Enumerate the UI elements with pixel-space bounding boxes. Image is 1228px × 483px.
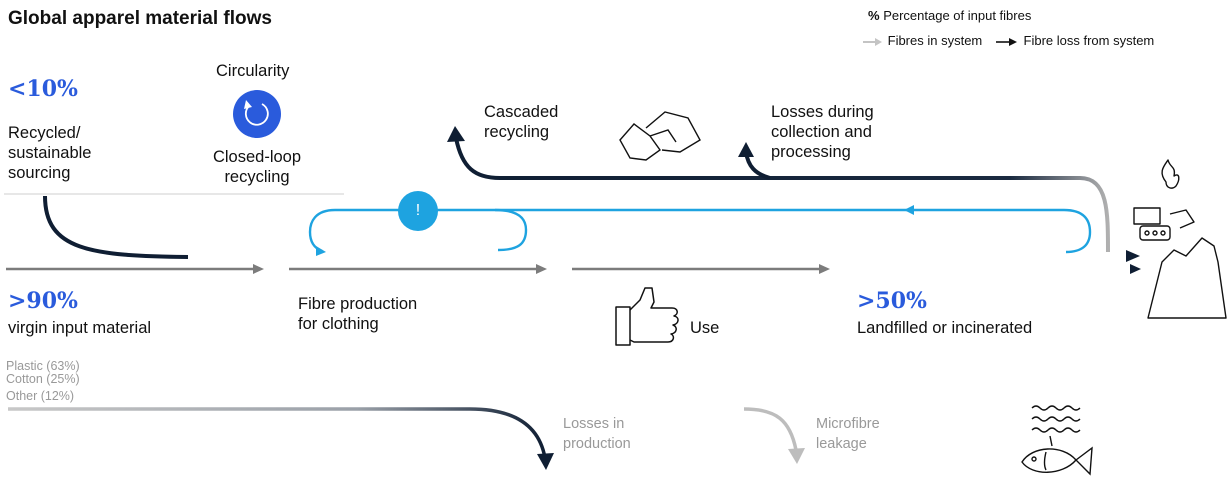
alert-symbol: ! — [415, 202, 421, 219]
collection-losses-label: Losses during collection and processing — [771, 103, 874, 161]
composition-list: Plastic (63%) Cotton (25%) Other (12%) — [6, 360, 80, 403]
cascaded-recycling-label: Cascaded recycling — [484, 103, 559, 141]
production-losses-label: Losses in production — [563, 416, 631, 452]
microfibre-flow — [743, 407, 798, 451]
thumbs-up-icon — [615, 287, 679, 346]
landfill-value: >50% — [857, 288, 927, 314]
fabric-scraps-icon — [619, 111, 701, 161]
stage-arrows — [6, 264, 1141, 274]
legend-percentage-label: Percentage of input fibres — [883, 8, 1032, 23]
legend-flows: Fibres in system Fibre loss from system — [862, 33, 1154, 48]
main-flow-arrowhead — [1126, 250, 1140, 262]
legend-fibre-loss: Fibre loss from system — [1023, 33, 1155, 48]
recycled-label: Recycled/ sustainable sourcing — [8, 124, 92, 182]
page-title: Global apparel material flows — [8, 8, 272, 29]
upper-loss-flow — [454, 137, 1110, 253]
production-loss-arrowhead — [537, 453, 554, 470]
alert-icon — [398, 191, 438, 231]
production-loss-flow — [8, 407, 547, 459]
microfibre-arrowhead — [788, 448, 805, 464]
legend-fibres-in-system: Fibres in system — [887, 33, 983, 48]
use-label: Use — [690, 319, 720, 337]
composition-other: Other (12%) — [6, 389, 75, 403]
percent-symbol: % — [868, 8, 880, 23]
recycled-inflow — [43, 195, 189, 259]
landfill-label: Landfilled or incinerated — [857, 319, 1033, 337]
cascaded-arrowhead — [447, 126, 465, 142]
legend-percentage: % Percentage of input fibres — [868, 8, 1031, 23]
cycle-icon — [233, 90, 281, 138]
fish-icon — [1021, 405, 1093, 476]
fibre-production-label: Fibre production for clothing — [298, 295, 418, 333]
closed-loop-flow — [308, 205, 1092, 256]
collection-loss-arrowhead — [738, 142, 754, 157]
recycled-value: <10% — [8, 76, 78, 102]
circularity-label: Circularity — [216, 62, 290, 80]
microfibre-label: Microfibre leakage — [816, 416, 880, 452]
landfill-icon — [1133, 159, 1227, 319]
virgin-label: virgin input material — [8, 319, 152, 337]
grey-arrow-icon — [863, 37, 882, 46]
composition-cotton: Cotton (25%) — [6, 372, 80, 386]
closed-loop-label: Closed-loop recycling — [212, 148, 302, 186]
black-arrow-icon — [995, 37, 1017, 46]
virgin-value: >90% — [8, 288, 78, 314]
composition-plastic: Plastic (63%) — [6, 359, 80, 373]
